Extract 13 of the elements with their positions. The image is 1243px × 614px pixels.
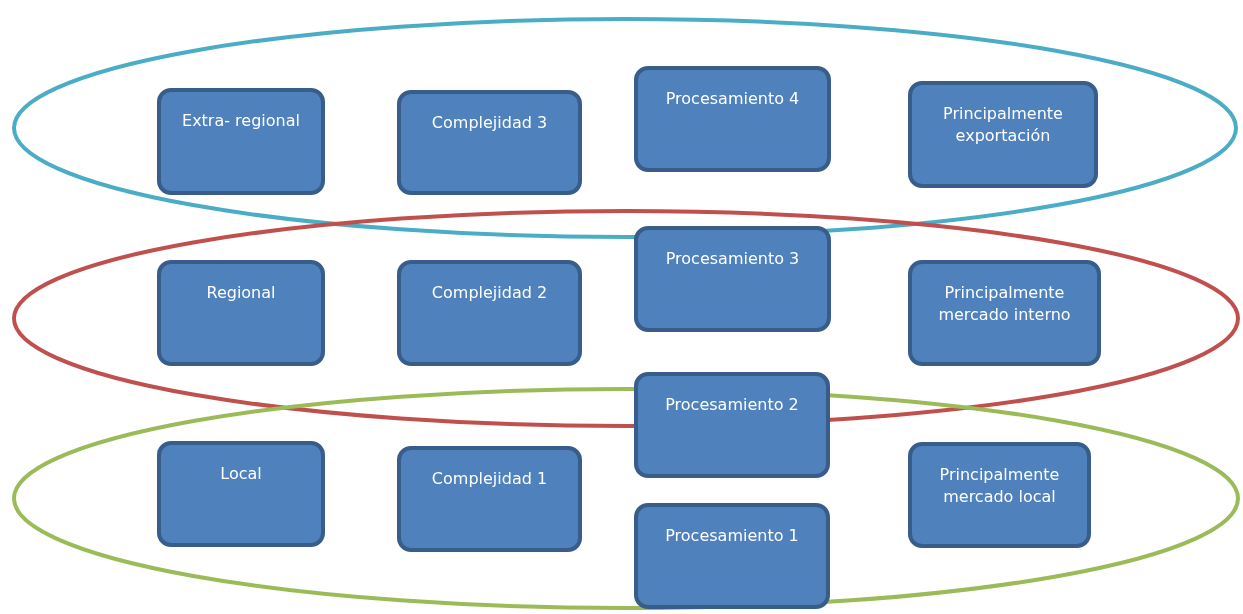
category-box: Procesamiento 1: [634, 503, 830, 609]
category-box: Principalmente mercado local: [908, 442, 1091, 548]
category-box: Local: [157, 441, 325, 547]
category-box: Extra- regional: [157, 88, 325, 195]
category-box: Principalmente mercado interno: [908, 260, 1101, 366]
category-box: Complejidad 2: [397, 260, 582, 366]
category-box: Procesamiento 2: [634, 372, 830, 478]
category-box: Complejidad 1: [397, 446, 582, 552]
category-box: Procesamiento 4: [634, 66, 831, 172]
category-box: Complejidad 3: [397, 90, 582, 195]
category-box: Procesamiento 3: [634, 226, 831, 332]
category-box: Regional: [157, 260, 325, 366]
category-box: Principalmente exportación: [908, 81, 1098, 188]
